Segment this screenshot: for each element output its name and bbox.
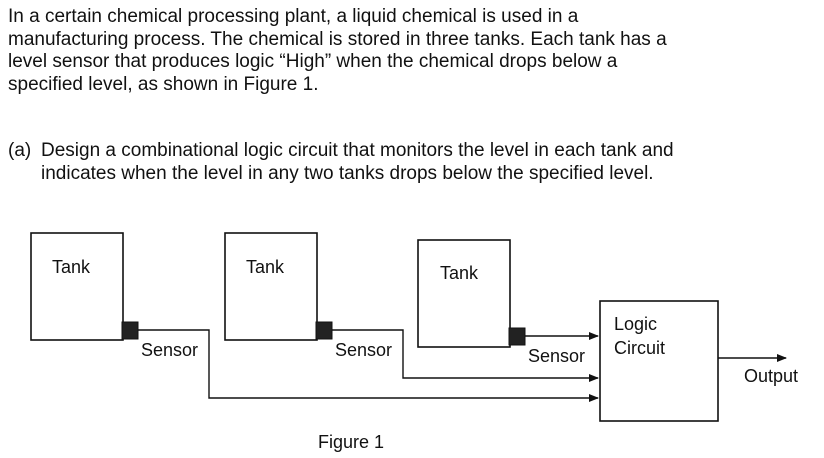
tank-label: Tank	[440, 263, 479, 283]
part-a: (a) Design a combinational logic circuit…	[8, 140, 820, 185]
part-a-label: (a)	[8, 140, 32, 161]
tank-3	[417, 239, 511, 348]
tank-1	[30, 232, 124, 341]
intro-line: specified level, as shown in Figure 1.	[8, 73, 319, 95]
intro-line: level sensor that produces logic “High” …	[8, 51, 618, 72]
output-label: Output	[744, 366, 798, 386]
tank-label: Tank	[246, 257, 285, 277]
tank-2	[224, 232, 318, 341]
intro-line: manufacturing process. The chemical is s…	[8, 28, 667, 50]
sensor-2	[315, 321, 333, 340]
sensor-label: Sensor	[335, 340, 392, 360]
logic-circuit-label: Circuit	[614, 338, 665, 358]
logic-circuit-block	[599, 300, 719, 422]
figure-caption: Figure 1	[318, 432, 384, 452]
problem-intro: In a certain chemical processing plant, …	[8, 6, 818, 96]
sensor-2-wire	[332, 329, 599, 382]
intro-line: In a certain chemical processing plant, …	[8, 6, 579, 27]
tank-label: Tank	[52, 257, 91, 277]
part-a-line: indicates when the level in any two tank…	[41, 162, 654, 184]
logic-circuit-label: Logic	[614, 314, 657, 334]
sensor-1	[121, 321, 139, 340]
sensor-3	[508, 327, 526, 346]
sensor-label: Sensor	[528, 346, 585, 366]
sensor-1-wire	[138, 329, 599, 402]
part-a-line: Design a combinational logic circuit tha…	[41, 140, 674, 161]
sensor-label: Sensor	[141, 340, 198, 360]
